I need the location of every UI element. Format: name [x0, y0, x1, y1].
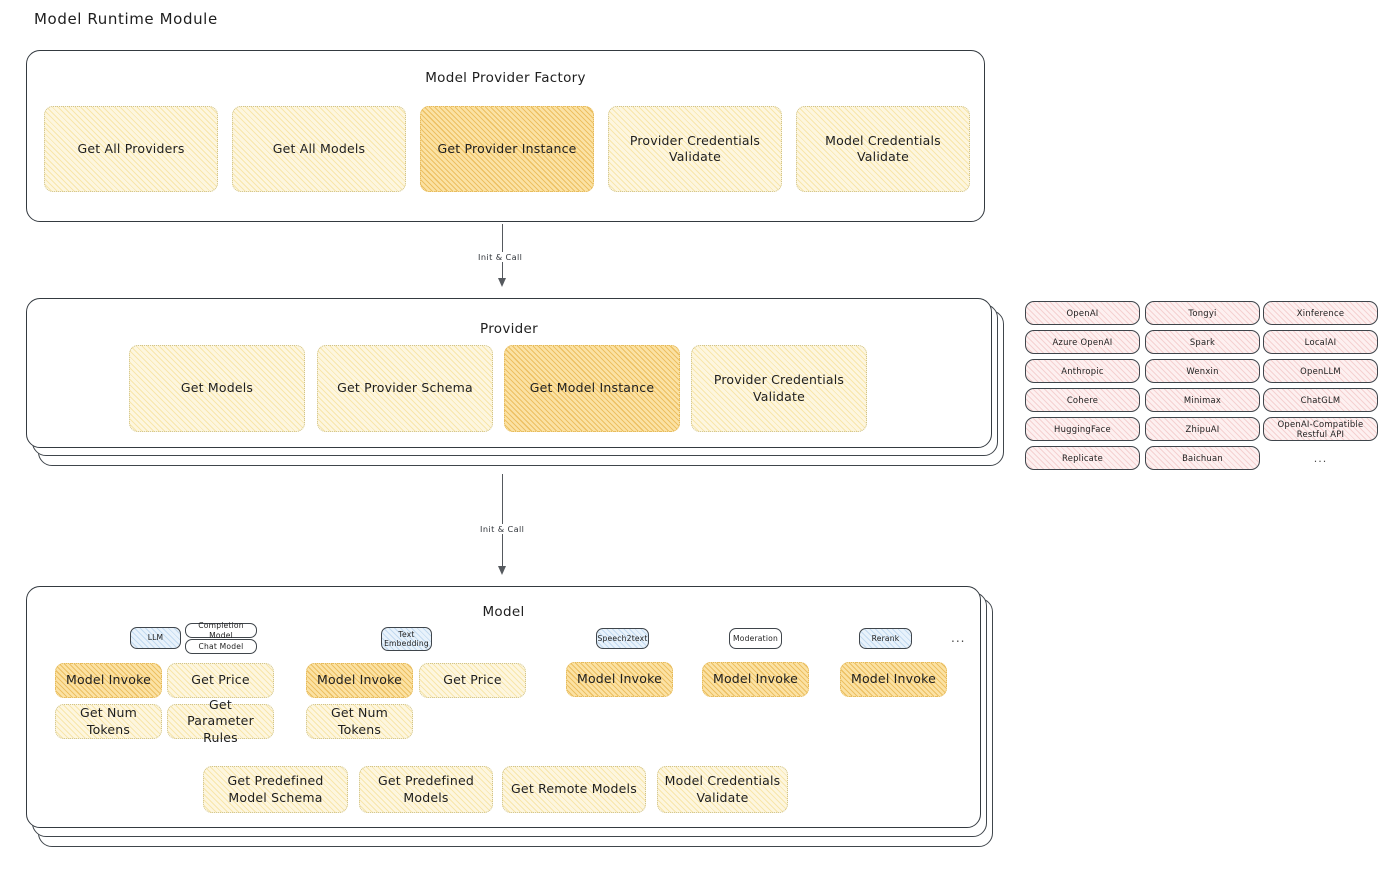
llm-method-get-price[interactable]: Get Price — [167, 663, 274, 698]
provider-pill-minimax[interactable]: Minimax — [1145, 388, 1260, 412]
factory-box-model-credentials-validate[interactable]: Model Credentials Validate — [796, 106, 970, 192]
arrow-factory-to-provider-label: Init & Call — [475, 252, 526, 262]
model-types-more: ... — [951, 631, 966, 645]
model-subtype-chat-model[interactable]: Chat Model — [185, 639, 257, 654]
model-common-get-predefined-model-schema[interactable]: Get Predefined Model Schema — [203, 766, 348, 813]
model-subtype-completion-model[interactable]: Completion Model — [185, 621, 257, 640]
provider-pill-localai[interactable]: LocalAI — [1263, 330, 1378, 354]
text-embedding-method-model-invoke[interactable]: Model Invoke — [306, 663, 413, 698]
model-provider-factory-title: Model Provider Factory — [425, 70, 586, 86]
provider-pill-chatglm[interactable]: ChatGLM — [1263, 388, 1378, 412]
model-type-badge-moderation[interactable]: Moderation — [729, 628, 782, 649]
arrow-provider-to-model-label: Init & Call — [477, 524, 528, 534]
provider-pill-zhipuai[interactable]: ZhipuAI — [1145, 417, 1260, 441]
model-type-badge-speech2text[interactable]: Speech2text — [596, 628, 649, 649]
provider-pill-wenxin[interactable]: Wenxin — [1145, 359, 1260, 383]
page-title: Model Runtime Module — [34, 10, 218, 28]
provider-box-get-model-instance[interactable]: Get Model Instance — [504, 345, 680, 432]
moderation-method-model-invoke[interactable]: Model Invoke — [702, 662, 809, 697]
provider-list-more: ... — [1313, 452, 1328, 465]
llm-method-get-num-tokens[interactable]: Get Num Tokens — [55, 704, 162, 739]
model-common-get-predefined-models[interactable]: Get Predefined Models — [359, 766, 493, 813]
provider-pill-xinference[interactable]: Xinference — [1263, 301, 1378, 325]
text-embedding-method-get-price[interactable]: Get Price — [419, 663, 526, 698]
provider-pill-openai[interactable]: OpenAI — [1025, 301, 1140, 325]
provider-pill-replicate[interactable]: Replicate — [1025, 446, 1140, 470]
model-type-badge-text-embedding[interactable]: Text Embedding — [381, 627, 432, 651]
factory-box-provider-credentials-validate[interactable]: Provider Credentials Validate — [608, 106, 782, 192]
model-type-badge-rerank[interactable]: Rerank — [859, 628, 912, 649]
provider-box-get-models[interactable]: Get Models — [129, 345, 305, 432]
provider-box-get-provider-schema[interactable]: Get Provider Schema — [317, 345, 493, 432]
speech2text-method-model-invoke[interactable]: Model Invoke — [566, 662, 673, 697]
provider-pill-cohere[interactable]: Cohere — [1025, 388, 1140, 412]
arrow-factory-to-provider-head — [498, 278, 506, 287]
provider-title: Provider — [480, 321, 538, 337]
factory-box-get-all-providers[interactable]: Get All Providers — [44, 106, 218, 192]
factory-box-get-all-models[interactable]: Get All Models — [232, 106, 406, 192]
provider-pill-spark[interactable]: Spark — [1145, 330, 1260, 354]
provider-box-provider-credentials-validate[interactable]: Provider Credentials Validate — [691, 345, 867, 432]
model-common-get-remote-models[interactable]: Get Remote Models — [502, 766, 646, 813]
rerank-method-model-invoke[interactable]: Model Invoke — [840, 662, 947, 697]
model-common-model-credentials-validate[interactable]: Model Credentials Validate — [657, 766, 788, 813]
provider-pill-anthropic[interactable]: Anthropic — [1025, 359, 1140, 383]
llm-method-model-invoke[interactable]: Model Invoke — [55, 663, 162, 698]
arrow-provider-to-model-line — [502, 474, 504, 570]
model-type-badge-llm[interactable]: LLM — [130, 627, 181, 649]
provider-pill-huggingface[interactable]: HuggingFace — [1025, 417, 1140, 441]
provider-pill-openllm[interactable]: OpenLLM — [1263, 359, 1378, 383]
arrow-provider-to-model-head — [498, 566, 506, 575]
provider-pill-azure-openai[interactable]: Azure OpenAI — [1025, 330, 1140, 354]
provider-pill-tongyi[interactable]: Tongyi — [1145, 301, 1260, 325]
model-title: Model — [482, 604, 525, 620]
llm-method-get-parameter-rules[interactable]: Get Parameter Rules — [167, 697, 274, 745]
text-embedding-method-get-num-tokens[interactable]: Get Num Tokens — [306, 704, 413, 739]
provider-pill-openai-compatible-restful-api[interactable]: OpenAI-Compatible Restful API — [1263, 417, 1378, 441]
factory-box-get-provider-instance[interactable]: Get Provider Instance — [420, 106, 594, 192]
provider-pill-baichuan[interactable]: Baichuan — [1145, 446, 1260, 470]
